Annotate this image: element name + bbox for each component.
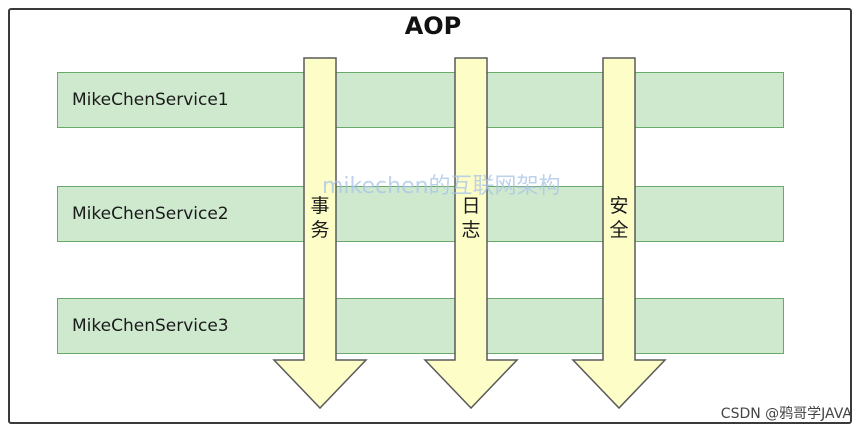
watermark: mikechen的互联网架构 bbox=[322, 174, 561, 199]
service-label-1: MikeChenService1 bbox=[72, 90, 229, 110]
aspect-label-3: 安全 bbox=[609, 195, 629, 241]
aspect-arrow-2 bbox=[423, 57, 519, 410]
credit-text: CSDN @鸦哥学JAVA bbox=[720, 406, 852, 422]
service-label-3: MikeChenService3 bbox=[72, 316, 229, 336]
diagram-title: AOP bbox=[404, 12, 462, 40]
service-bar-2: MikeChenService2 bbox=[57, 186, 784, 242]
aspect-arrow-3 bbox=[571, 57, 667, 410]
aspect-label-2: 日志 bbox=[461, 195, 481, 241]
service-bar-1: MikeChenService1 bbox=[57, 72, 784, 128]
aspect-arrow-1 bbox=[272, 57, 368, 410]
service-bar-3: MikeChenService3 bbox=[57, 298, 784, 354]
aspect-label-1: 事务 bbox=[310, 195, 330, 241]
service-label-2: MikeChenService2 bbox=[72, 204, 229, 224]
